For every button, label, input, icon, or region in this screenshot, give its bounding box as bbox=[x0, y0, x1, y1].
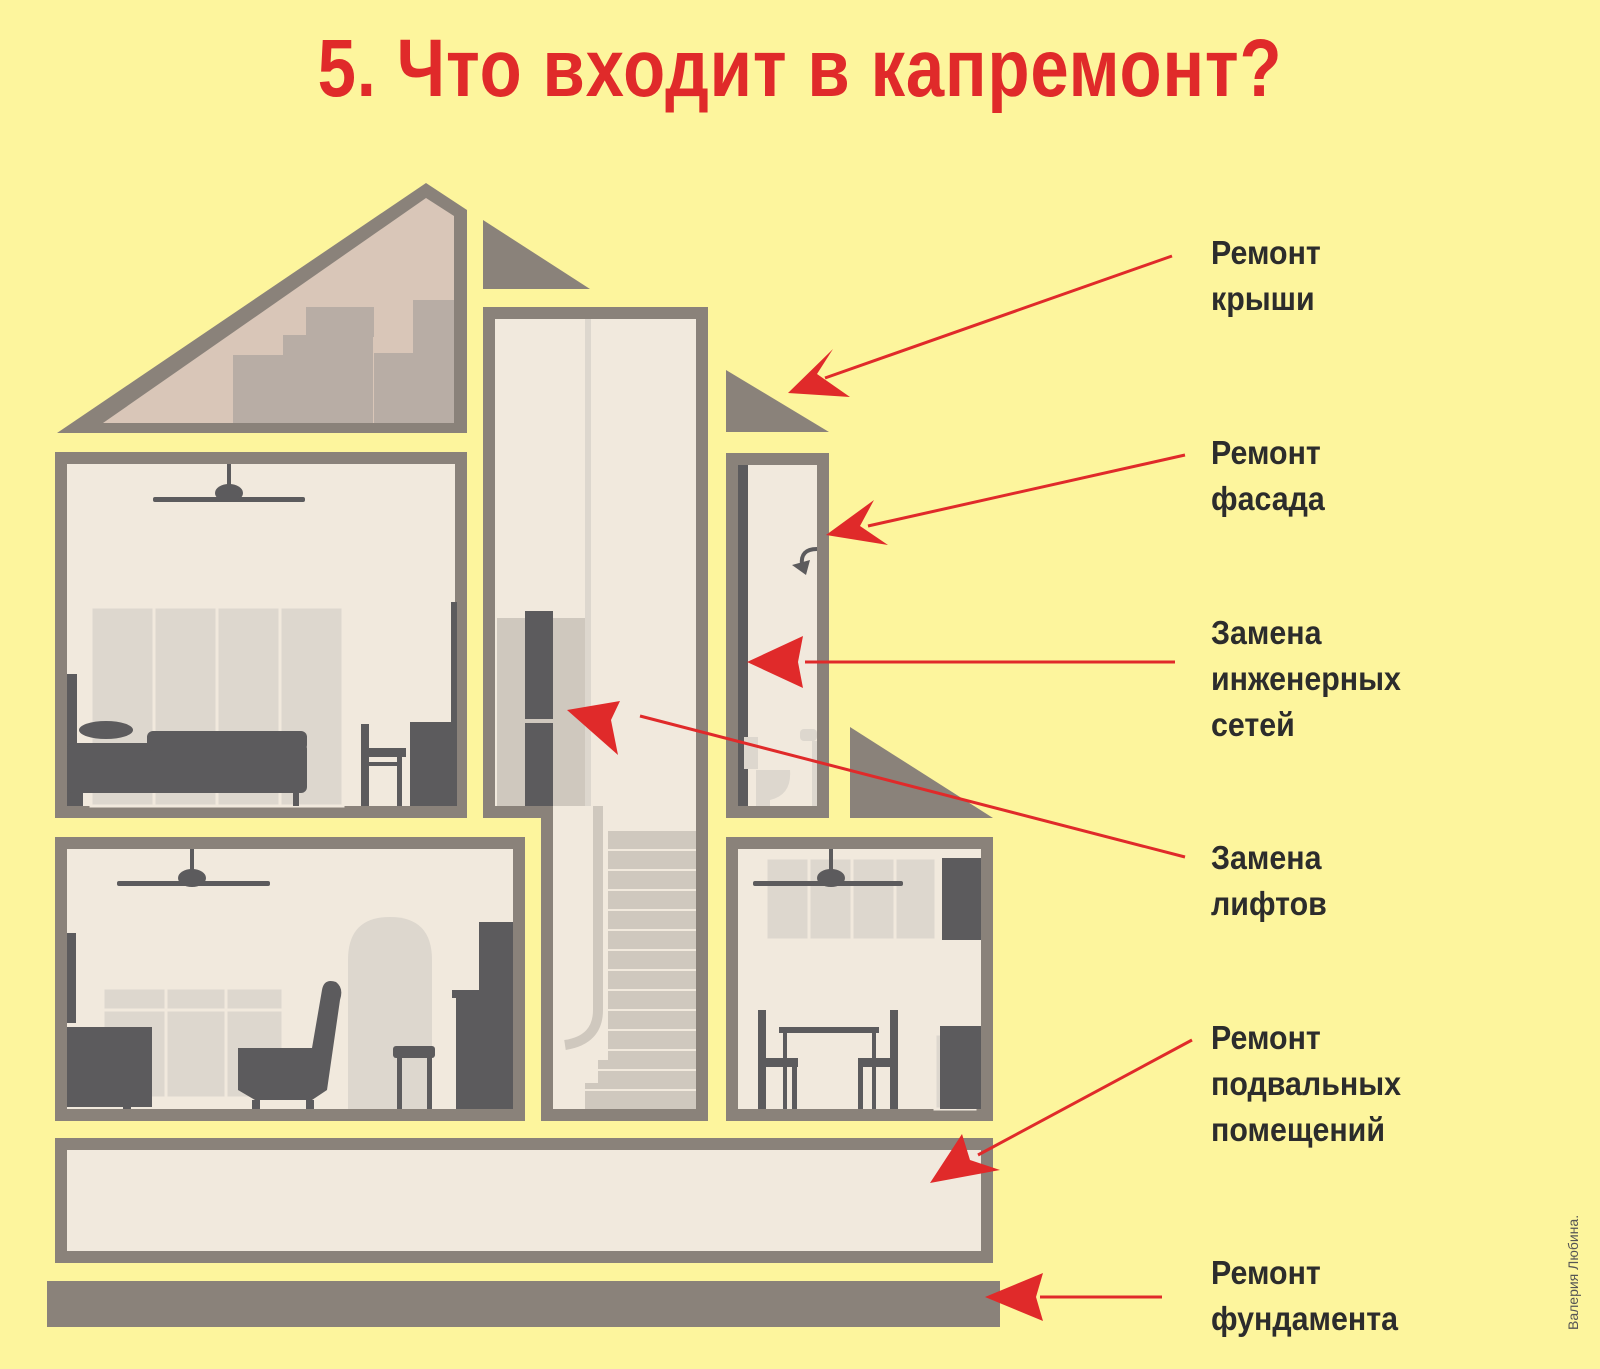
roof-fragment-lower bbox=[850, 727, 993, 818]
attic bbox=[57, 183, 467, 433]
arrow-foundation bbox=[985, 1273, 1162, 1321]
roof-fragment-top bbox=[483, 220, 590, 289]
attic-boxes bbox=[233, 300, 454, 423]
label-foundation-repair: Ремонт фундамента bbox=[1211, 1254, 1398, 1337]
label-facade-repair: Ремонт фасада bbox=[1211, 434, 1325, 517]
author-credit: Валерия Любина. bbox=[1565, 1214, 1581, 1330]
label-elevator-replacement: Замена лифтов bbox=[1211, 839, 1327, 922]
arrow-roof bbox=[788, 254, 1173, 397]
bedroom bbox=[55, 452, 467, 818]
kitchen bbox=[726, 837, 993, 1121]
arrow-basement bbox=[930, 1038, 1193, 1183]
label-basement-repair: Ремонт подвальных помещений bbox=[1211, 1019, 1402, 1148]
living-room bbox=[55, 837, 525, 1121]
arrow-engineering bbox=[747, 636, 1175, 688]
label-roof-repair: Ремонт крыши bbox=[1211, 234, 1321, 317]
basement bbox=[55, 1138, 993, 1263]
foundation bbox=[47, 1281, 1000, 1327]
bathroom bbox=[726, 453, 829, 818]
arrow-elevators bbox=[567, 701, 1186, 859]
page-title: 5. Что входит в капремонт? bbox=[317, 23, 1283, 114]
roof-fragment-right bbox=[726, 370, 829, 432]
arrow-facade bbox=[826, 453, 1186, 545]
callout-arrows bbox=[567, 254, 1193, 1321]
label-engineering-networks: Замена инженерных сетей bbox=[1211, 614, 1401, 743]
